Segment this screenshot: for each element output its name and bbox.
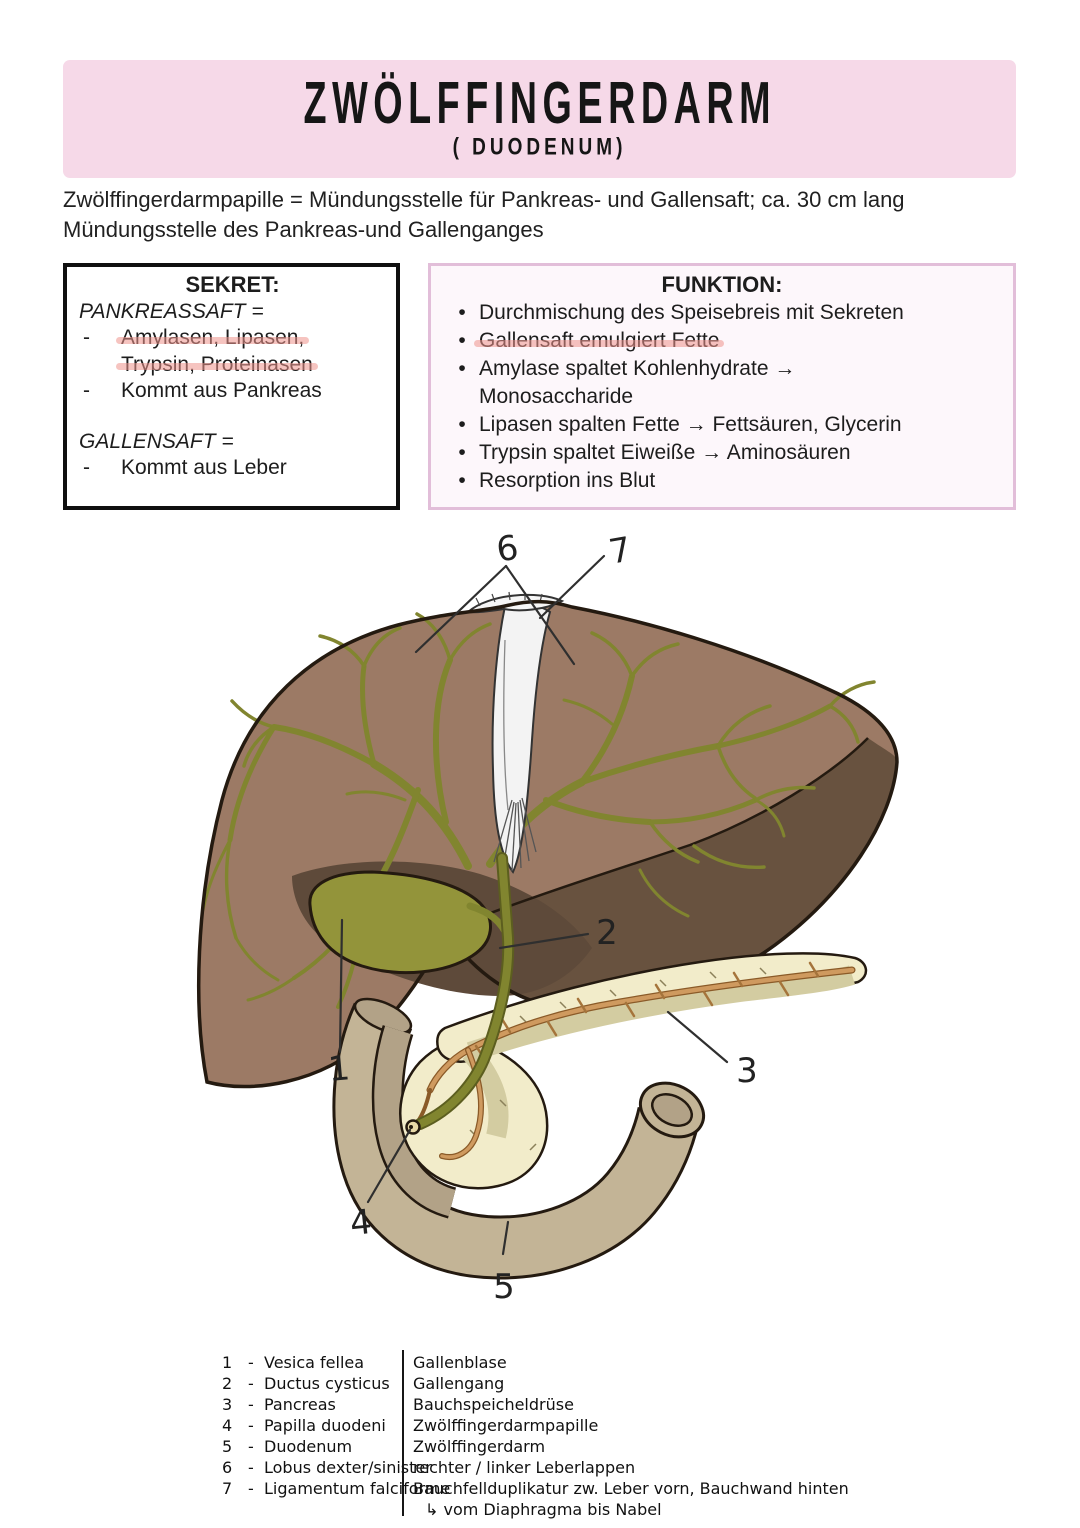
page-title: ZWÖLFFINGERDARM <box>303 68 776 136</box>
legend-row: 6-Lobus dexter/sinister <box>222 1458 432 1477</box>
duodenum-cut-top <box>353 997 413 1035</box>
leader-line-7 <box>538 554 606 620</box>
legend-row: 4-Papilla duodeni <box>222 1416 386 1435</box>
leader-line-6a <box>414 564 508 654</box>
legend-german: Zwölffingerdarm <box>413 1437 546 1456</box>
leader-line-2 <box>498 932 590 950</box>
funktion-box: FUNKTION: Durchmischung des Speisebreis … <box>428 263 1016 510</box>
figure-label-7: 7 <box>606 530 634 573</box>
bullet-item: Gallensaft emulgiert Fette <box>445 327 999 355</box>
pancreas <box>399 952 868 1190</box>
sekret-box: SEKRET: PANKREASSAFT = Amylasen, Lipasen… <box>63 263 400 510</box>
duodenum-wall <box>335 1003 698 1277</box>
anatomy-illustration: 6 7 2 3 1 4 5 <box>197 528 899 1307</box>
legend-german: Bauchspeicheldrüse <box>413 1395 574 1414</box>
pancreas-texture <box>469 967 767 1151</box>
legend-german: Gallengang <box>413 1374 505 1393</box>
list-item: Kommt aus Pankreas <box>79 378 386 405</box>
duodenum-mouth-lumen <box>650 1093 694 1127</box>
gallensaft-label: GALLENSAFT = <box>79 429 234 453</box>
intro-text: Zwölffingerdarmpapille = Mündungsstelle … <box>63 185 905 245</box>
liver-lobe-divider <box>446 737 869 932</box>
legend-row: 5-Duodenum <box>222 1437 353 1456</box>
figure-label-4: 4 <box>348 1202 374 1244</box>
struck-text: Amylasen, Lipasen, <box>115 325 310 352</box>
struck-text: Gallensaft emulgiert Fette <box>473 327 725 355</box>
list-item: Amylasen, Lipasen, Trypsin, Proteinasen <box>79 325 386 378</box>
legend-german: Bauchfellduplikatur zw. Leber vorn, Bauc… <box>413 1479 849 1498</box>
figure-label-6: 6 <box>494 528 521 571</box>
leader-lines <box>338 554 729 1256</box>
page-subtitle: ( DUODENUM) <box>452 133 627 160</box>
bile-tree-right <box>486 631 876 918</box>
figure-label-5: 5 <box>493 1267 515 1307</box>
bullet-item: Trypsin spaltet Eiweiße → Aminosäuren <box>445 439 999 467</box>
legend-row: 2-Ductus cysticus <box>222 1374 390 1393</box>
figure-label-3: 3 <box>736 1051 758 1091</box>
pankreassaft-label: PANKREASSAFT = <box>79 299 264 323</box>
list-item: Kommt aus Leber <box>79 455 386 482</box>
legend-latin-column: 1-Vesica fellea 2-Ductus cysticus 3-Panc… <box>222 1352 450 1499</box>
sekret-box-title: SEKRET: <box>185 272 280 297</box>
title-banner: ZWÖLFFINGERDARM ( DUODENUM) <box>63 60 1016 178</box>
leader-line-5 <box>501 1220 510 1256</box>
struck-text: Trypsin, Proteinasen <box>116 352 318 379</box>
bullet-item: Amylase spaltet Kohlenhydrate → Monosacc… <box>445 355 999 411</box>
legend-german: rechter / linker Leberlappen <box>413 1458 636 1477</box>
funktion-box-title: FUNKTION: <box>661 272 783 297</box>
legend-row: 3-Pancreas <box>222 1395 336 1414</box>
legend-german: Gallenblase <box>413 1353 507 1372</box>
legend-row: 1-Vesica fellea <box>222 1353 365 1372</box>
figure-label-1: 1 <box>327 1048 352 1090</box>
bullet-item: Lipasen spalten Fette → Fettsäuren, Glyc… <box>445 411 999 439</box>
intro-line-1: Zwölffingerdarmpapille = Mündungsstelle … <box>63 187 905 212</box>
pancreas-duct-groove <box>466 965 856 1062</box>
legend-german-column: Gallenblase Gallengang Bauchspeicheldrüs… <box>413 1352 849 1520</box>
bullet-item: Resorption ins Blut <box>445 467 999 495</box>
leader-line-6b <box>504 564 576 666</box>
spacer <box>79 405 386 429</box>
duodenum <box>332 997 706 1280</box>
legend-german-note: ↳ vom Diaphragma bis Nabel <box>425 1500 662 1519</box>
leader-line-1 <box>338 918 344 1054</box>
falciform-ligament <box>465 591 565 874</box>
legend-separator-line <box>402 1350 404 1516</box>
bullet-item: Durchmischung des Speisebreis mit Sekret… <box>445 299 999 327</box>
leader-line-4 <box>366 1128 412 1204</box>
intro-line-2: Mündungsstelle des Pankreas-und Gallenga… <box>63 217 544 242</box>
leader-line-3 <box>666 1010 729 1064</box>
legend-german: Zwölffingerdarmpapille <box>413 1416 599 1435</box>
figure-label-2: 2 <box>596 913 618 953</box>
